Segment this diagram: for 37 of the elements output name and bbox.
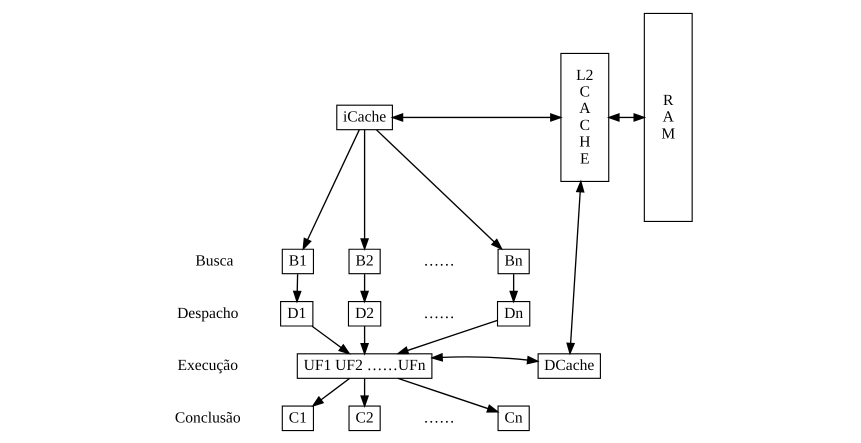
arrow <box>360 378 370 408</box>
node-box: iCache <box>336 104 393 130</box>
label: Execução <box>178 356 238 374</box>
arrow <box>398 377 500 412</box>
arrow <box>292 274 302 303</box>
arrow <box>302 128 360 250</box>
arrow <box>360 129 370 250</box>
node-box: D1 <box>280 300 314 326</box>
node-box: Bn <box>498 248 530 274</box>
node-box: DCache <box>538 352 601 378</box>
label: Conclusão <box>174 408 241 426</box>
label: Busca <box>195 252 234 270</box>
node-box: Dn <box>496 300 530 326</box>
arrow <box>311 377 350 407</box>
arrow <box>509 274 518 303</box>
arrow <box>376 128 504 250</box>
label: …… <box>424 408 455 426</box>
arrow <box>606 112 646 122</box>
node-box: D2 <box>348 300 382 326</box>
arrow <box>390 112 563 122</box>
node-box: R A M <box>644 12 693 222</box>
label: …… <box>424 252 455 270</box>
arrow <box>396 319 498 354</box>
node-box: B1 <box>282 248 314 274</box>
node-box: Cn <box>498 405 530 431</box>
node-box: L2 C A C H E <box>560 52 610 182</box>
arrow <box>312 325 351 354</box>
arrow <box>360 326 370 356</box>
node-box: UF1 UF2 ……UFn <box>296 352 432 378</box>
node-box: B2 <box>348 248 381 274</box>
node-box: C2 <box>348 405 381 431</box>
arrow <box>566 179 585 355</box>
label: …… <box>424 304 455 322</box>
label: Despacho <box>177 304 238 322</box>
arrow <box>360 274 370 303</box>
node-box: C1 <box>282 405 314 431</box>
arrow <box>430 352 540 364</box>
